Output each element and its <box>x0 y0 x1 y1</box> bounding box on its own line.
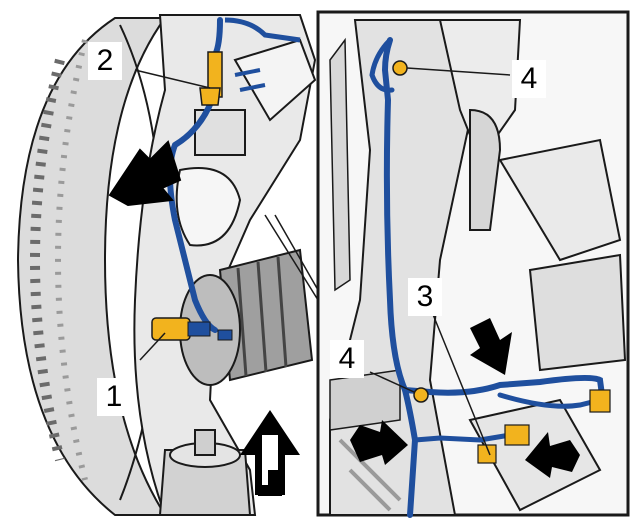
callout-4-lower: 4 <box>330 340 364 378</box>
black-block-arrow-icon <box>525 432 580 478</box>
detail-inset <box>316 10 630 518</box>
black-block-arrow-icon <box>470 318 512 375</box>
black-block-arrow-icon <box>108 140 182 207</box>
callout-2: 2 <box>88 42 122 80</box>
arrows-detail <box>350 318 580 478</box>
bolt-upper <box>392 60 408 76</box>
callout-1: 1 <box>97 378 131 416</box>
brake-line-detail <box>369 37 605 518</box>
bolt-lower <box>413 387 429 403</box>
left-overview-view <box>16 14 317 516</box>
lower-hub <box>158 429 252 516</box>
leader-lines-left <box>134 69 211 361</box>
connectors-detail <box>477 389 611 464</box>
black-block-arrow-icon <box>350 420 408 465</box>
callout-3: 3 <box>408 278 442 316</box>
leader-lines-detail <box>369 67 511 456</box>
vehicle-front-direction-arrow-icon <box>240 410 300 496</box>
connectors-left <box>151 51 223 341</box>
callout-4-upper: 4 <box>512 60 546 98</box>
zoom-connector-lines <box>264 214 319 301</box>
